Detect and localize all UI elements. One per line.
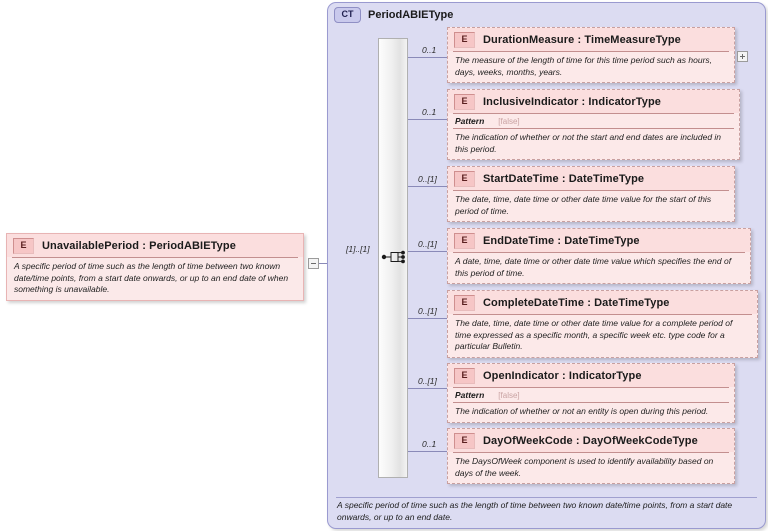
pattern-label: Pattern	[455, 390, 485, 400]
connector-child-1	[408, 119, 447, 120]
complex-type-header: CT PeriodABIEType	[334, 7, 453, 23]
divider	[12, 257, 298, 258]
pattern-value: [false]	[498, 391, 520, 400]
divider	[453, 387, 729, 388]
cardinality-child-0: 0..1	[422, 45, 437, 55]
divider	[453, 113, 734, 114]
cardinality-child-5: 0..[1]	[418, 376, 437, 386]
complex-type-documentation: A specific period of time such as the le…	[337, 500, 733, 522]
cardinality-child-6: 0..1	[422, 439, 437, 449]
child-documentation: A date, time, date time or other date ti…	[455, 256, 732, 278]
child-pattern-row: Pattern [false]	[448, 388, 734, 402]
plus-icon[interactable]	[737, 51, 748, 62]
child-header: E InclusiveIndicator : IndicatorType	[448, 90, 739, 113]
child-element-box-openindicator[interactable]: E OpenIndicator : IndicatorType Pattern …	[447, 363, 735, 423]
cardinality-child-2: 0..[1]	[418, 174, 437, 184]
cardinality-child-4: 0..[1]	[418, 306, 437, 316]
root-element-title: UnavailablePeriod : PeriodABIEType	[42, 240, 236, 252]
connector-child-3	[408, 251, 447, 252]
child-header: E DayOfWeekCode : DayOfWeekCodeType	[448, 429, 734, 452]
child-documentation: The indication of whether or not the sta…	[455, 132, 722, 154]
pattern-label: Pattern	[455, 116, 485, 126]
child-title: EndDateTime : DateTimeType	[483, 235, 640, 247]
divider	[453, 452, 729, 453]
element-badge-icon: E	[454, 171, 475, 187]
root-element-box[interactable]: E UnavailablePeriod : PeriodABIEType A s…	[6, 233, 304, 301]
element-badge-icon: E	[454, 433, 475, 449]
child-documentation: The DaysOfWeek component is used to iden…	[455, 456, 714, 478]
divider	[453, 402, 729, 403]
child-title: OpenIndicator : IndicatorType	[483, 370, 642, 382]
connector-child-2	[408, 186, 447, 187]
element-badge-icon: E	[13, 238, 34, 254]
sequence-icon	[381, 250, 405, 264]
child-header: E CompleteDateTime : DateTimeType	[448, 291, 757, 314]
pattern-value: [false]	[498, 117, 520, 126]
element-badge-icon: E	[454, 368, 475, 384]
child-element-box-inclusiveindicator[interactable]: E InclusiveIndicator : IndicatorType Pat…	[447, 89, 740, 160]
child-element-box-enddatetime[interactable]: E EndDateTime : DateTimeType A date, tim…	[447, 228, 751, 284]
child-pattern-row: Pattern [false]	[448, 114, 739, 128]
child-element-box-completedatetime[interactable]: E CompleteDateTime : DateTimeType The da…	[447, 290, 758, 358]
child-element-box-startdatetime[interactable]: E StartDateTime : DateTimeType The date,…	[447, 166, 735, 222]
child-title: DurationMeasure : TimeMeasureType	[483, 34, 681, 46]
child-documentation: The date, time, date time or other date …	[455, 318, 733, 351]
connector-child-5	[408, 388, 447, 389]
connector-child-4	[408, 318, 447, 319]
complex-type-badge-icon: CT	[334, 7, 361, 23]
cardinality-child-3: 0..[1]	[418, 239, 437, 249]
divider	[453, 190, 729, 191]
child-header: E DurationMeasure : TimeMeasureType	[448, 28, 734, 51]
child-header: E StartDateTime : DateTimeType	[448, 167, 734, 190]
child-documentation: The indication of whether or not an enti…	[455, 406, 709, 416]
complex-type-title: PeriodABIEType	[368, 9, 454, 21]
child-title: InclusiveIndicator : IndicatorType	[483, 96, 662, 108]
footer-divider	[336, 497, 757, 498]
child-title: DayOfWeekCode : DayOfWeekCodeType	[483, 435, 698, 447]
child-documentation: The date, time, date time or other date …	[455, 194, 712, 216]
cardinality-child-1: 0..1	[422, 107, 437, 117]
child-element-box-dayofweekcode[interactable]: E DayOfWeekCode : DayOfWeekCodeType The …	[447, 428, 735, 484]
child-title: CompleteDateTime : DateTimeType	[483, 297, 670, 309]
cardinality-root: [1]..[1]	[346, 244, 370, 254]
divider	[453, 51, 729, 52]
element-badge-icon: E	[454, 295, 475, 311]
child-documentation: The measure of the length of time for th…	[455, 55, 713, 77]
root-element-documentation: A specific period of time such as the le…	[14, 261, 289, 294]
connector-child-0	[408, 57, 447, 58]
child-title: StartDateTime : DateTimeType	[483, 173, 645, 185]
divider	[453, 128, 734, 129]
connector-child-6	[408, 451, 447, 452]
element-badge-icon: E	[454, 32, 475, 48]
root-element-header: E UnavailablePeriod : PeriodABIEType	[7, 234, 303, 257]
divider	[453, 252, 745, 253]
minus-icon[interactable]	[308, 258, 319, 269]
child-element-box-durationmeasure[interactable]: E DurationMeasure : TimeMeasureType The …	[447, 27, 735, 83]
child-header: E OpenIndicator : IndicatorType	[448, 364, 734, 387]
divider	[453, 314, 752, 315]
child-header: E EndDateTime : DateTimeType	[448, 229, 750, 252]
element-badge-icon: E	[454, 94, 475, 110]
element-badge-icon: E	[454, 233, 475, 249]
